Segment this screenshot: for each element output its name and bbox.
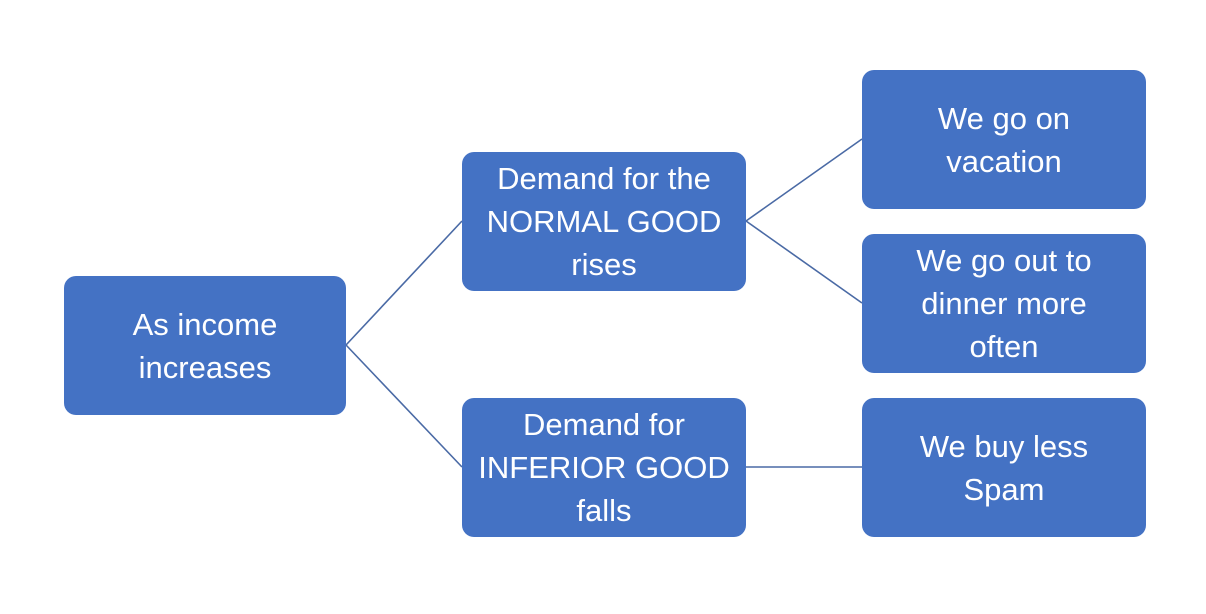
node-spam: We buy less Spam xyxy=(862,398,1146,537)
node-line: We go on xyxy=(937,100,1071,136)
connector-normal-dinner xyxy=(745,220,863,304)
node-line: vacation xyxy=(946,143,1062,179)
connector-normal-vacation xyxy=(745,138,863,222)
connector-root-inferior xyxy=(345,344,463,468)
node-income-increases: As income increases xyxy=(64,276,346,415)
node-line: increases xyxy=(138,349,272,385)
node-line: rises xyxy=(571,247,637,282)
node-line: often xyxy=(969,329,1039,364)
node-line: Demand for the xyxy=(497,161,711,196)
connector-root-normal xyxy=(345,220,463,346)
node-vacation: We go on vacation xyxy=(862,70,1146,209)
node-line: INFERIOR GOOD xyxy=(478,450,730,485)
node-line: We go out to xyxy=(916,243,1092,278)
node-line: We buy less xyxy=(919,428,1089,464)
node-dinner: We go out to dinner more often xyxy=(862,234,1146,373)
node-line: As income xyxy=(132,306,278,342)
node-line: dinner more xyxy=(921,286,1087,321)
node-line: falls xyxy=(576,493,632,528)
node-line: Demand for xyxy=(523,407,685,442)
node-normal-good-rises: Demand for the NORMAL GOOD rises xyxy=(462,152,746,291)
node-line: NORMAL GOOD xyxy=(486,204,722,239)
node-line: Spam xyxy=(963,471,1045,507)
node-inferior-good-falls: Demand for INFERIOR GOOD falls xyxy=(462,398,746,537)
